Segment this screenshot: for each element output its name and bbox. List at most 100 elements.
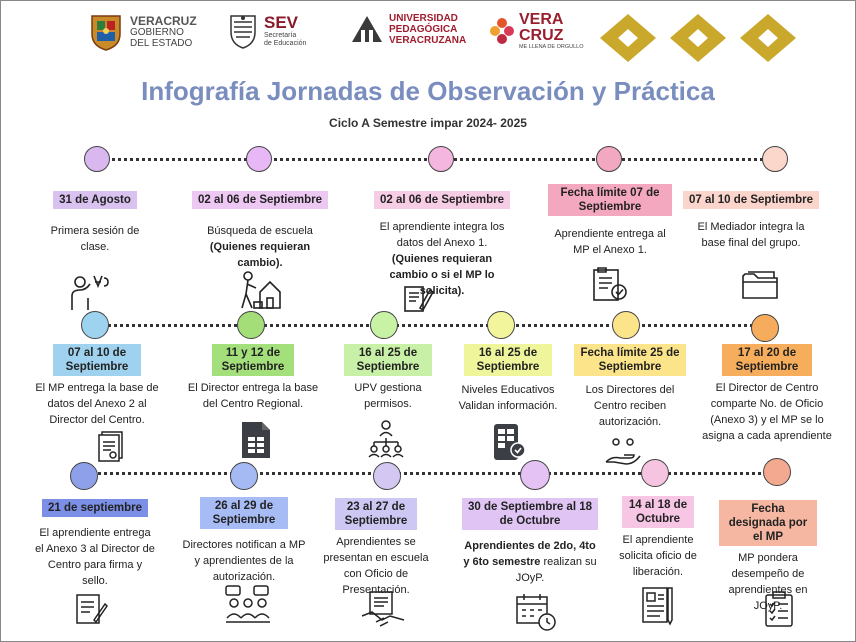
- event-3-5: 14 al 18 de Octubre El aprendiente solic…: [612, 496, 704, 580]
- event-date: 21 de septiembre: [42, 499, 148, 517]
- event-date: 26 al 29 de Septiembre: [200, 497, 288, 529]
- timeline-dot: [762, 146, 788, 172]
- timeline-line-2: [95, 324, 765, 327]
- timeline-dot: [763, 458, 791, 486]
- event-date: Fecha designada por el MP: [719, 500, 817, 546]
- event-desc: El aprendiente integra los datos del Ane…: [362, 219, 522, 299]
- event-desc-text: El aprendiente integra los datos del Ane…: [379, 221, 505, 249]
- logo3-line2: PEDAGÓGICA: [389, 23, 458, 35]
- spreadsheet-file-icon: [242, 422, 270, 458]
- teacher-board-icon: [71, 275, 109, 310]
- event-2-2: 11 y 12 de Septiembre El Director entreg…: [182, 344, 324, 412]
- event-desc: Aprendiente entrega al MP el Anexo 1.: [554, 228, 666, 256]
- event-1-3: 02 al 06 de Septiembre El aprendiente in…: [362, 190, 522, 299]
- event-date: 02 al 06 de Septiembre: [191, 191, 328, 209]
- hand-receiving-icon: [605, 438, 641, 465]
- timeline-line-3: [85, 472, 775, 475]
- decorative-diamonds-icon: [600, 14, 796, 62]
- event-desc: Aprendientes se presentan en escuela con…: [323, 536, 429, 596]
- logo2-sub1: Secretaría: [264, 32, 297, 39]
- upv-emblem-icon: [352, 16, 382, 42]
- event-desc: Los Directores del Centro reciben autori…: [585, 384, 675, 428]
- event-3-4: 30 de Septiembre al 18 de Octubre Aprend…: [460, 498, 600, 586]
- event-desc: Directores notifican a MP y aprendientes…: [182, 539, 306, 583]
- event-2-3: 16 al 25 de Septiembre UPV gestiona perm…: [336, 344, 440, 412]
- event-3-2: 26 al 29 de Septiembre Directores notifi…: [182, 497, 306, 585]
- event-desc-bold: (Quienes requieran cambio).: [209, 241, 311, 269]
- event-desc: UPV gestiona permisos.: [354, 382, 422, 410]
- event-desc: Primera sesión de clase.: [50, 225, 140, 253]
- event-desc: Búsqueda de escuela (Quienes requieran c…: [185, 223, 335, 271]
- logo4-line2: CRUZ: [519, 27, 564, 44]
- event-3-3: 23 al 27 de Septiembre Aprendientes se p…: [314, 498, 438, 598]
- logo-upv: UNIVERSIDAD PEDAGÓGICA VERACRUZANA: [350, 12, 466, 46]
- logo-veracruz-orgullo: VERA CRUZ ME LLENA DE ORGULLO: [488, 12, 584, 51]
- logo1-line2: GOBIERNO: [130, 26, 184, 38]
- logo4-tag: ME LLENA DE ORGULLO: [519, 44, 584, 50]
- timeline-dot: [84, 146, 110, 172]
- timeline-dot: [520, 460, 550, 490]
- event-date: 07 al 10 de Septiembre: [682, 191, 819, 209]
- event-date: Fecha límite 07 de Septiembre: [548, 184, 672, 216]
- form-checkmark-icon: [593, 267, 627, 301]
- event-2-4: 16 al 25 de Septiembre Niveles Educativo…: [452, 344, 564, 414]
- event-desc-bold: (Quienes requieran cambio o si el MP lo …: [389, 253, 495, 297]
- logo-sev: SEV Secretaría de Educación: [228, 12, 306, 50]
- logo4-line1: VERA: [519, 11, 564, 28]
- logo-gobierno-veracruz: VERACRUZ GOBIERNO DEL ESTADO: [88, 12, 197, 52]
- timeline-dot: [230, 462, 258, 490]
- page-title: Infografía Jornadas de Observación y Prá…: [141, 76, 715, 106]
- event-1-1: 31 de Agosto Primera sesión de clase.: [40, 190, 150, 255]
- event-date: 30 de Septiembre al 18 de Octubre: [462, 498, 598, 530]
- timeline-dot: [751, 314, 779, 342]
- timeline-dot: [373, 462, 401, 490]
- folder-icon: [742, 271, 778, 299]
- event-desc: El MP entrega la base de datos del Anexo…: [35, 382, 159, 426]
- event-date: 07 al 10 de Septiembre: [53, 344, 141, 376]
- event-desc-text: Búsqueda de escuela: [207, 225, 313, 237]
- logo1-line1: VERACRUZ: [130, 13, 197, 28]
- event-date: Fecha límite 25 de Septiembre: [574, 344, 686, 376]
- event-date: 16 al 25 de Septiembre: [344, 344, 432, 376]
- event-desc: El Director entrega la base del Centro R…: [187, 382, 319, 410]
- logo3-line1: UNIVERSIDAD: [389, 12, 458, 24]
- organization-chart-icon: [368, 420, 404, 458]
- timeline-dot: [81, 311, 109, 339]
- event-date: 16 al 25 de Septiembre: [464, 344, 552, 376]
- timeline-dot: [70, 462, 98, 490]
- timeline-dot: [370, 311, 398, 339]
- timeline-dot: [612, 311, 640, 339]
- event-2-5: Fecha límite 25 de Septiembre Los Direct…: [574, 344, 686, 430]
- logo1-line3: DEL ESTADO: [130, 37, 193, 49]
- event-date: 14 al 18 de Octubre: [622, 496, 694, 528]
- timeline-dot: [596, 146, 622, 172]
- people-conversation-icon: [225, 585, 270, 623]
- coat-of-arms-icon: [91, 15, 121, 51]
- page-subtitle: Ciclo A Semestre impar 2024- 2025: [329, 116, 527, 130]
- event-desc: El Director de Centro comparte No. de Of…: [702, 382, 832, 442]
- timeline-dot: [428, 146, 454, 172]
- event-date: 11 y 12 de Septiembre: [212, 344, 294, 376]
- timeline-dot: [237, 311, 265, 339]
- event-date: 17 al 20 de Septiembre: [722, 344, 812, 376]
- timeline-dot: [641, 459, 669, 487]
- document-pen-icon: [404, 286, 434, 312]
- clipboard-checklist-icon: [765, 591, 793, 627]
- event-desc: Aprendientes de 2do, 4to y 6to semestre …: [460, 538, 600, 586]
- event-desc-text: realizan su JOyP.: [515, 556, 597, 584]
- veracruz-flower-icon: [490, 17, 514, 44]
- calendar-clock-icon: [516, 594, 556, 631]
- event-date: 31 de Agosto: [53, 191, 137, 209]
- event-desc: Niveles Educativos Validan información.: [458, 384, 558, 412]
- event-desc: MP pondera desempeño de aprendientes en …: [728, 552, 808, 612]
- tablet-check-icon: [494, 424, 526, 460]
- logo3-line3: VERACRUZANA: [389, 34, 467, 46]
- header-logos: VERACRUZ GOBIERNO DEL ESTADO SEV Secreta…: [0, 0, 856, 70]
- person-house-icon: [241, 271, 281, 309]
- event-date: 02 al 06 de Septiembre: [373, 191, 510, 209]
- document-sign-icon: [76, 594, 108, 624]
- certificate-document-icon: [98, 431, 123, 462]
- event-desc-bold: Aprendientes de 2do, 4to y 6to semestre: [463, 540, 596, 568]
- logo2-main: SEV: [264, 13, 299, 32]
- event-desc: El aprendiente entrega el Anexo 3 al Dir…: [35, 527, 155, 587]
